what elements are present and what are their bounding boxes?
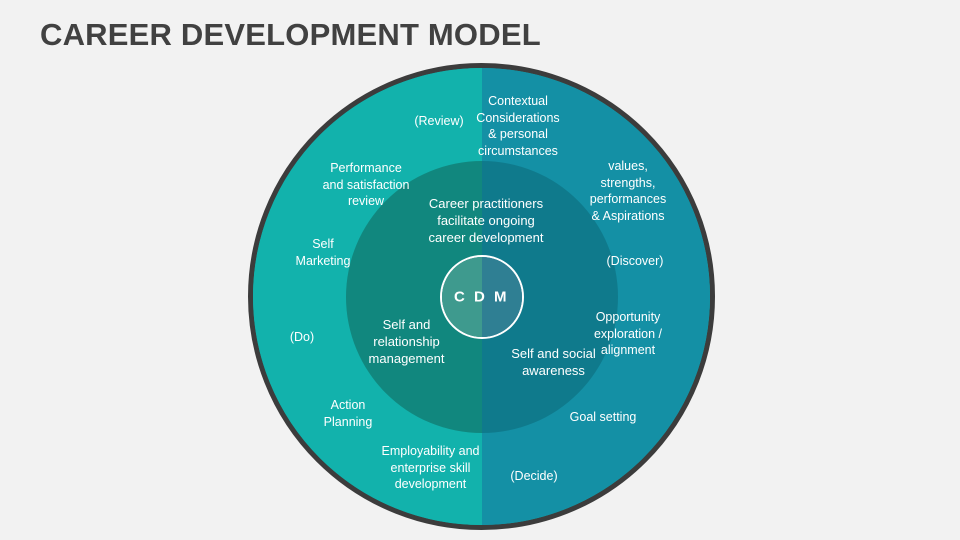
label-action-planning: Action Planning [323, 398, 373, 429]
career-development-model-diagram: C D M (Review) Contextual Considerations… [248, 63, 715, 530]
label-do-stage: (Do) [289, 330, 315, 344]
core-circle-left-half [441, 256, 482, 337]
label-performance-and-satisfaction-review: Performance and satisfaction review [322, 161, 410, 208]
label-employability-and-enterprise-skill-development: Employability and enterprise skill devel… [381, 444, 480, 491]
label-discover-stage: (Discover) [606, 254, 664, 268]
label-practitioner-statement: Career practitioners facilitate ongoing … [428, 196, 544, 246]
label-review-stage: (Review) [414, 114, 464, 128]
label-self-marketing: Self Marketing [295, 237, 351, 268]
label-self-and-social-awareness: Self and social awareness [511, 346, 596, 379]
label-opportunity-exploration-alignment: Opportunity exploration / alignment [593, 310, 663, 357]
label-decide-stage: (Decide) [510, 469, 558, 483]
core-circle-right-half [481, 256, 522, 337]
label-self-and-relationship-management: Self and relationship management [368, 317, 445, 367]
label-values-strengths-performances-aspirations: values, strengths, performances & Aspira… [589, 159, 667, 223]
core-circle [439, 254, 524, 339]
label-contextual-considerations: Contextual Considerations & personal cir… [476, 94, 560, 158]
outer-ring: C D M (Review) Contextual Considerations… [248, 63, 715, 530]
label-goal-setting: Goal setting [569, 410, 637, 424]
page-title: CAREER DEVELOPMENT MODEL [40, 17, 541, 52]
